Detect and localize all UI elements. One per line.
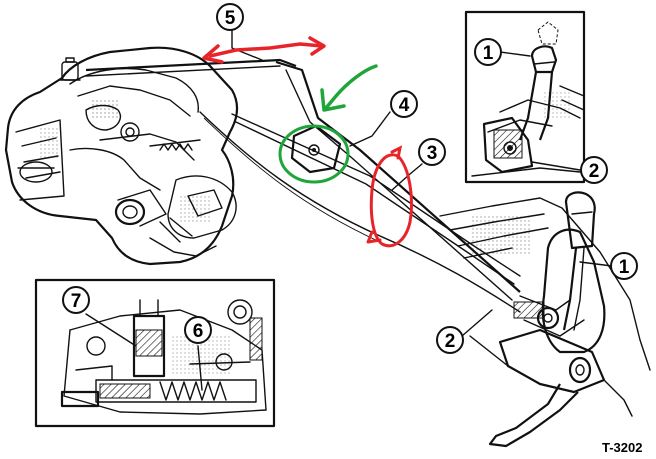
callout-3-label: 3	[427, 143, 438, 164]
red-annotation-arrows	[202, 36, 326, 64]
figure-id: T-3202	[602, 440, 642, 455]
callout-6: 6	[184, 316, 212, 344]
callout-1-inset: 1	[474, 38, 502, 66]
red-annotation-circle	[366, 145, 413, 248]
callout-7-label: 7	[71, 291, 82, 312]
callout-2-main: 2	[436, 326, 464, 354]
callout-2-inset: 2	[580, 156, 608, 184]
green-annotation	[278, 64, 378, 184]
callout-2-main-label: 2	[445, 331, 456, 352]
callout-4-label: 4	[399, 95, 410, 116]
callout-1-inset-label: 1	[483, 43, 494, 64]
callout-1-main-label: 1	[619, 257, 630, 278]
shift-lever-console	[439, 191, 651, 448]
callout-2-inset-label: 2	[589, 161, 600, 182]
callout-5-label: 5	[225, 8, 236, 29]
callout-6-label: 6	[193, 321, 204, 342]
leader-lines	[85, 29, 613, 391]
shift-rod-assembly	[85, 58, 521, 313]
inset-detail-top-right	[464, 10, 586, 184]
callout-5: 5	[216, 3, 244, 31]
callout-1-main: 1	[610, 252, 638, 280]
callout-4: 4	[390, 90, 418, 118]
callout-3: 3	[418, 138, 446, 166]
transmission-drawing	[4, 46, 239, 266]
callout-7: 7	[62, 286, 90, 314]
